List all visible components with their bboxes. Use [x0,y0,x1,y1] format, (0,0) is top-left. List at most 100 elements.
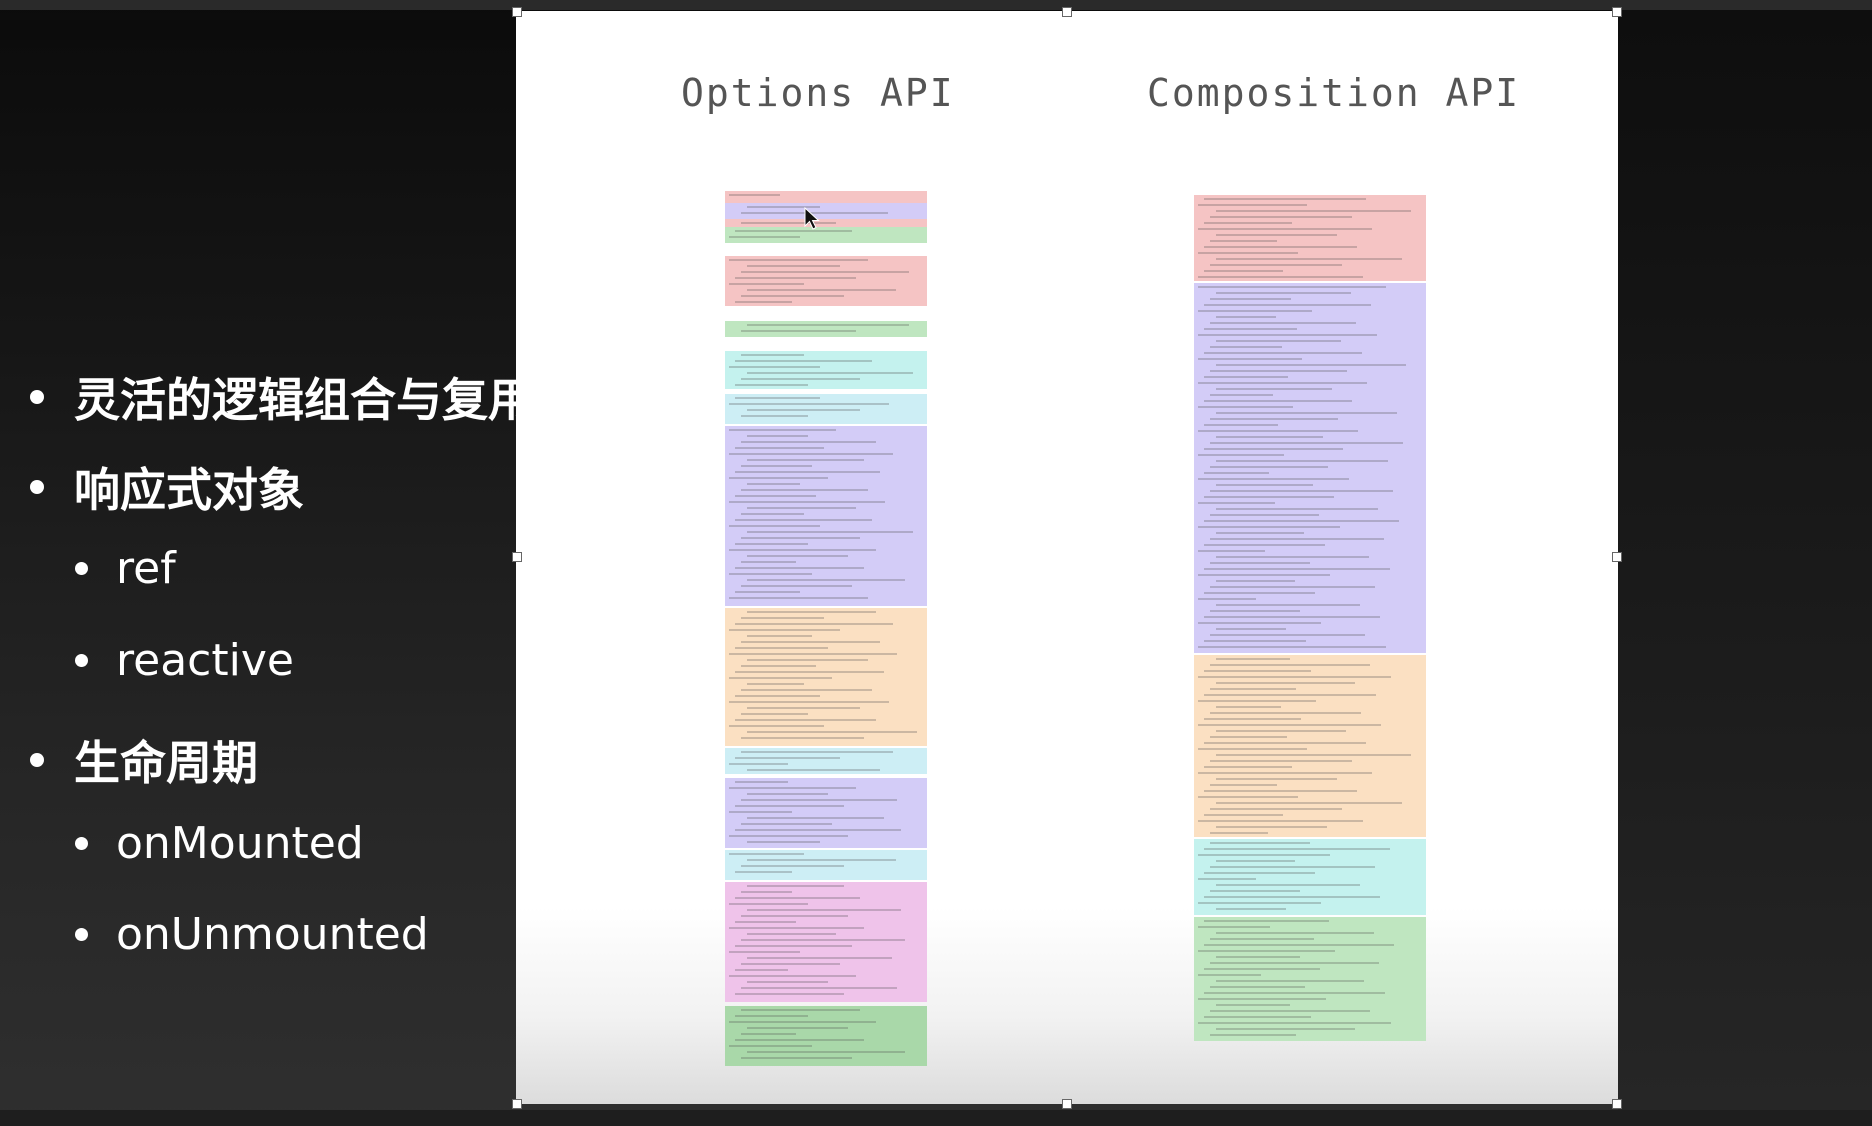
code-line [1216,234,1337,236]
code-line [1198,478,1349,480]
code-line [1204,872,1316,874]
code-line [729,975,857,977]
comparison-image[interactable]: Options API Composition API [516,11,1618,1104]
bullet-item: 生命周期 [30,727,258,793]
code-line [1216,932,1374,934]
code-line [735,647,828,649]
code-line [1198,454,1284,456]
code-line [1204,896,1381,898]
code-line [735,360,873,362]
bullet-text: ref [116,543,176,594]
code-line [741,212,889,214]
code-line [1216,658,1291,660]
code-line [735,301,792,303]
code-line [1198,550,1266,552]
code-line [747,409,861,411]
bullet-item: 灵活的逻辑组合与复用 [30,364,534,430]
code-line [735,397,820,399]
code-line [1204,304,1372,306]
code-line [1216,706,1281,708]
code-line [1210,562,1310,564]
code-line [729,573,812,575]
code-line [747,289,897,291]
code-line [747,659,869,661]
code-line [729,549,877,551]
code-line [729,811,792,813]
code-line [741,751,893,753]
code-line [735,230,853,232]
resize-handle-top-left[interactable] [512,7,522,17]
resize-handle-bottom-right[interactable] [1612,1099,1622,1109]
code-line [741,537,861,539]
code-line [747,909,901,911]
code-line [1198,926,1270,928]
code-line [735,805,845,807]
code-line [1204,814,1283,816]
code-line [747,265,840,267]
code-line [741,665,816,667]
code-line [1210,298,1292,300]
code-line [1210,664,1371,666]
code-line [729,835,849,837]
resize-handle-top-center[interactable] [1062,7,1072,17]
code-line [729,453,893,455]
code-line [1198,276,1363,278]
code-line [741,465,812,467]
options-api-code-column [725,176,927,1081]
code-block-purple [1194,283,1426,653]
code-line [1204,640,1307,642]
resize-handle-bottom-center[interactable] [1062,1099,1072,1109]
code-line [747,324,909,326]
code-line [1210,394,1273,396]
resize-handle-middle-right[interactable] [1612,552,1622,562]
code-line [741,378,861,380]
code-line [1204,616,1381,618]
code-line [1210,216,1352,218]
bullet-dot-icon [30,480,44,494]
code-line [729,677,833,679]
code-line [741,689,873,691]
sub-bullet-item: ref [75,543,176,594]
code-line [1198,878,1256,880]
code-line [1216,1004,1291,1006]
resize-handle-middle-left[interactable] [512,552,522,562]
resize-handle-bottom-left[interactable] [512,1099,522,1109]
code-line [729,477,828,479]
code-line [729,366,820,368]
code-line [1204,718,1302,720]
code-line [1210,808,1343,810]
code-line [747,731,917,733]
code-block-lightblue [725,394,927,424]
code-line [1210,736,1287,738]
resize-handle-top-right[interactable] [1612,7,1622,17]
code-line [729,903,808,905]
code-block-pink [725,882,927,1002]
code-block-purple [725,203,927,219]
code-line [729,236,800,238]
code-line [735,897,861,899]
code-line [1216,908,1286,910]
code-line [1210,490,1394,492]
code-line [735,543,808,545]
code-line [1204,992,1385,994]
code-line [1216,682,1356,684]
code-block-orange [1194,655,1426,837]
code-line [1210,938,1315,940]
code-line [1216,980,1365,982]
code-line [741,987,897,989]
code-line [1198,950,1335,952]
code-block-lightblue [725,850,927,880]
code-line [741,295,845,297]
code-block-purple [725,778,927,848]
code-line [1210,986,1306,988]
code-line [729,629,841,631]
code-line [741,441,877,443]
code-line [1198,998,1326,1000]
top-bar [0,0,1872,10]
sub-bullet-item: reactive [75,635,294,686]
code-line [729,501,885,503]
code-line [1204,222,1293,224]
code-line [1210,442,1403,444]
code-line [1198,310,1312,312]
code-line [1204,520,1399,522]
